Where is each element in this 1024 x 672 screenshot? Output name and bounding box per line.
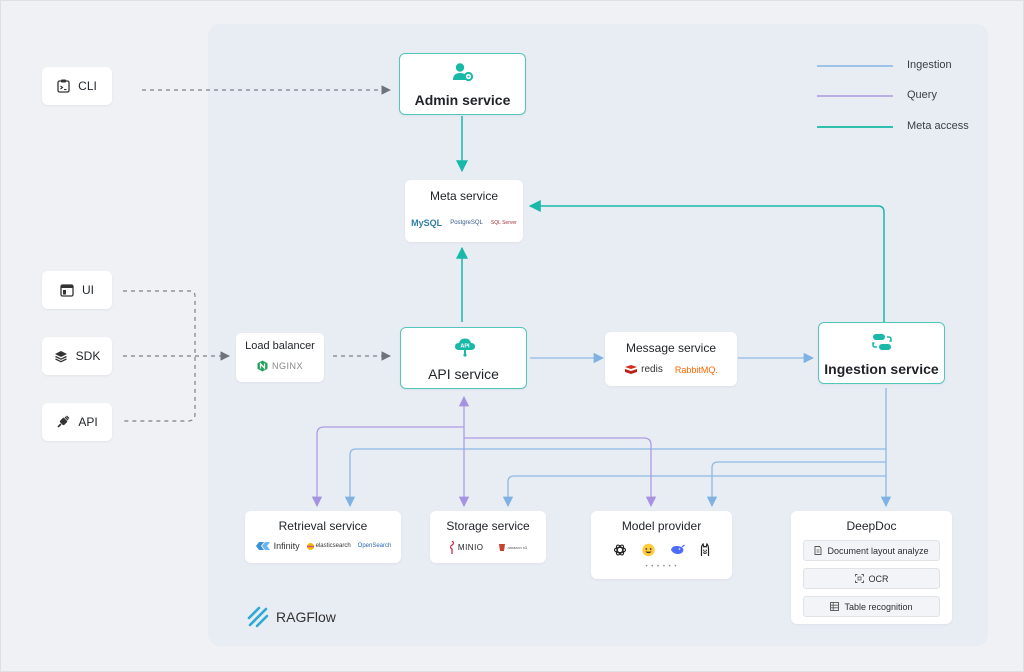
ingestion-to-storage-line [502,475,886,508]
rabbitmq-logo: RabbitMQ. [674,364,718,375]
deepdoc-layout-label: Document layout analyze [827,545,929,556]
model-provider-title: Model provider [621,519,702,533]
admin-service-title: Admin service [414,92,511,108]
retrieval-service-card[interactable]: Retrieval service Infinity elasticsearch… [245,511,401,563]
admin-service-card[interactable]: Admin service [399,53,526,115]
retrieval-service-title: Retrieval service [278,519,368,533]
model-logos [591,543,732,557]
deepdoc-table-label: Table recognition [844,601,913,612]
ingestion-to-meta-line [528,200,885,322]
ragflow-brand: RAGFlow [247,606,336,628]
infinity-logo: Infinity [255,541,300,551]
legend-meta-access: Meta access [817,120,977,134]
plug-icon [57,415,70,428]
sdk-label: SDK [75,349,101,363]
deepseek-icon [670,544,685,555]
nginx-logo: NGINX [236,360,324,372]
message-service-title: Message service [625,341,717,355]
api-badge-text: API [460,344,470,350]
redis-cube-icon [625,365,638,374]
s3-logo: amazon s3 [498,543,528,552]
api-client-card[interactable]: API [42,403,112,441]
ingestion-to-model-line [706,461,886,508]
ingestion-icon [872,334,892,350]
minio-text: MINIO [457,543,484,552]
message-logos: redis RabbitMQ. [605,364,737,375]
deepdoc-ocr-label: OCR [868,573,889,584]
openai-icon [613,544,626,556]
meta-logos: MySQL PostgreSQL SQL Server [405,218,523,228]
ingestion-service-title: Ingestion service [824,361,939,377]
legend-query-label: Query [907,89,937,101]
storage-service-title: Storage service [446,519,530,533]
minio-logo: MINIO [449,541,484,554]
ui-api-bracket-line [123,290,196,422]
admin-gear-icon [453,63,474,82]
legend-query-swatch [817,95,893,97]
deepdoc-layout-item[interactable]: Document layout analyze [803,540,940,561]
ragflow-brand-name: RAGFlow [276,609,336,625]
nginx-hex-icon [257,360,268,372]
mysql-logo: MySQL [411,218,443,228]
elasticsearch-text: elasticsearch [315,543,351,549]
deepdoc-table-item[interactable]: Table recognition [803,596,940,617]
huggingface-icon [641,543,655,557]
deepdoc-title: DeepDoc [846,519,897,533]
deepdoc-card[interactable]: DeepDoc Document layout analyze OCR Tabl… [791,511,952,624]
deepdoc-ocr-item[interactable]: OCR [803,568,940,589]
ragflow-logo-icon [247,606,269,628]
infinity-icon [255,542,270,550]
api-service-card[interactable]: API API service [400,327,527,389]
opensearch-logo: OpenSearch [357,543,392,549]
cli-card[interactable]: CLI [42,67,112,105]
legend-ingestion: Ingestion [817,59,977,73]
storage-logos: MINIO amazon s3 [430,541,546,554]
redis-logo: redis [624,364,663,375]
meta-service-card[interactable]: Meta service MySQL PostgreSQL SQL Server [405,180,523,242]
sqlserver-logo: SQL Server [490,220,517,226]
api-service-title: API service [428,366,499,382]
cli-label: CLI [78,79,97,93]
ollama-icon [700,543,709,556]
api-to-model-line [464,437,657,508]
model-provider-card[interactable]: Model provider • • • • • • [591,511,732,579]
legend-query: Query [817,89,977,103]
scan-icon [854,574,864,583]
postgresql-logo: PostgreSQL [450,220,483,226]
ingestion-service-card[interactable]: Ingestion service [818,322,945,384]
elasticsearch-icon [306,542,314,550]
load-balancer-title: Load balancer [245,340,315,352]
cli-icon [57,79,70,93]
load-balancer-card[interactable]: Load balancer NGINX [236,333,324,382]
legend-ingestion-swatch [817,65,893,67]
redis-text: redis [641,364,663,375]
legend-meta-access-swatch [817,126,893,128]
legend-meta-access-label: Meta access [907,120,969,132]
retrieval-logos: Infinity elasticsearch OpenSearch [245,541,401,551]
meta-service-title: Meta service [429,189,499,203]
layers-icon [54,350,67,362]
api-to-retrieval-line [311,426,464,508]
ui-label: UI [82,283,94,297]
legend-ingestion-label: Ingestion [907,59,952,71]
s3-text: amazon s3 [507,545,528,550]
elasticsearch-logo: elasticsearch [306,542,351,550]
table-icon [830,602,840,611]
infinity-text: Infinity [273,541,300,551]
message-service-card[interactable]: Message service redis RabbitMQ. [605,332,737,386]
minio-bird-icon [449,541,455,554]
nginx-text: NGINX [271,361,303,371]
ingestion-to-retrieval-line [344,448,886,508]
api-cloud-icon: API [455,338,475,357]
window-icon [60,283,74,297]
api-client-label: API [78,415,98,429]
document-icon [815,546,822,555]
storage-service-card[interactable]: Storage service MINIO amazon s3 [430,511,546,563]
ui-card[interactable]: UI [42,271,112,309]
more-models-dots: • • • • • • [645,564,678,570]
s3-bucket-icon [498,544,505,551]
sdk-card[interactable]: SDK [42,337,112,375]
